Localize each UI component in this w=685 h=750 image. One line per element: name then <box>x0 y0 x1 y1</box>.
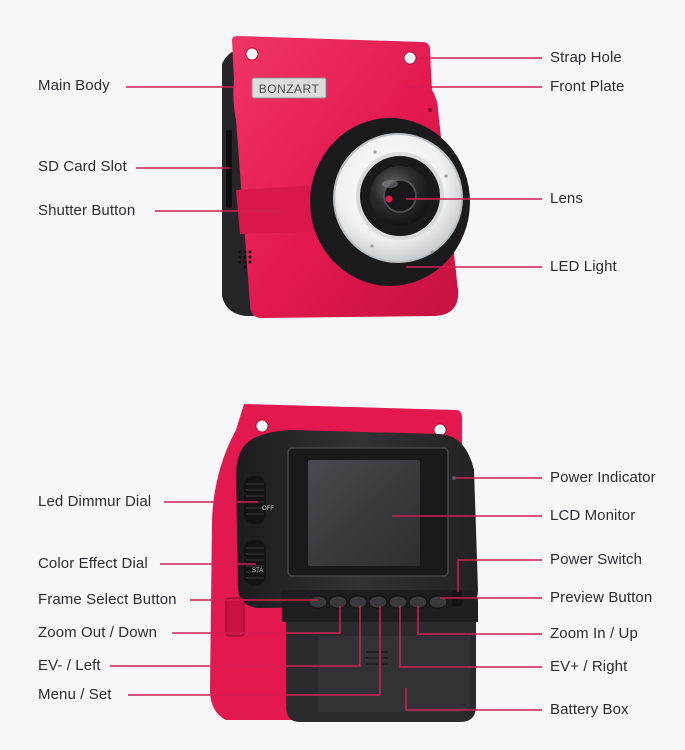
leader-zoom-out-down <box>172 606 341 634</box>
label-lens: Lens <box>550 190 583 207</box>
front-brand-plate <box>251 77 327 99</box>
label-front-plate: Front Plate <box>550 78 625 95</box>
leader-battery-box <box>405 688 542 711</box>
ev-minus-button <box>348 595 368 609</box>
label-preview-button: Preview Button <box>550 589 653 606</box>
preview-button <box>428 595 448 609</box>
label-color-effect-dial: Color Effect Dial <box>38 555 148 572</box>
back-camera: OFF STA <box>210 404 478 722</box>
leader-zoom-in-up <box>417 606 542 635</box>
label-sd-card-slot: SD Card Slot <box>38 158 127 175</box>
label-ev-plus-right: EV+ / Right <box>550 658 628 675</box>
front-shutter-button <box>236 186 318 234</box>
menu-set-button <box>368 595 388 609</box>
back-side-port <box>225 597 245 637</box>
front-sd-card-slot <box>226 130 232 208</box>
frame-select-button <box>308 595 328 609</box>
label-power-switch: Power Switch <box>550 551 643 568</box>
front-indicator-dot <box>428 108 432 112</box>
label-power-indicator: Power Indicator <box>550 469 656 486</box>
ev-plus-button <box>388 595 408 609</box>
leader-ev-plus-right <box>399 606 542 668</box>
label-zoom-in-up: Zoom In / Up <box>550 625 638 642</box>
front-lens-center-dot <box>385 195 393 203</box>
effect-sta-mark: STA <box>252 568 263 574</box>
label-main-body: Main Body <box>38 77 110 94</box>
label-menu-set: Menu / Set <box>38 686 112 703</box>
label-led-dimmer-dial: Led Dimmur Dial <box>38 493 152 510</box>
brand-logo-text: BONZART <box>259 82 320 96</box>
leader-power-switch <box>457 559 542 592</box>
label-zoom-out-down: Zoom Out / Down <box>38 624 158 641</box>
back-buttons <box>308 590 462 609</box>
label-strap-hole: Strap Hole <box>550 49 622 66</box>
zoom-out-button <box>328 595 348 609</box>
front-camera: BONZART <box>222 36 470 318</box>
label-frame-select-button: Frame Select Button <box>38 591 177 608</box>
front-strap-hole-right <box>403 51 417 65</box>
leader-ev-minus-left <box>110 606 361 667</box>
back-strap-hole-left <box>255 419 269 433</box>
label-shutter-button: Shutter Button <box>38 202 136 219</box>
leader-lines <box>110 57 542 711</box>
label-ev-minus-left: EV- / Left <box>38 657 101 674</box>
front-lens-inner <box>383 179 417 213</box>
led-dimmer-dial: OFF <box>244 476 274 524</box>
battery-cover <box>318 636 470 712</box>
label-led-light: LED Light <box>550 258 617 275</box>
leader-menu-set <box>128 606 381 696</box>
back-power-indicator-led <box>452 476 456 480</box>
color-effect-dial: STA <box>244 540 266 586</box>
back-lcd-screen <box>308 460 420 566</box>
label-battery-box: Battery Box <box>550 701 629 718</box>
front-strap-hole-left <box>245 47 259 61</box>
front-speaker-grille <box>238 250 252 269</box>
label-lcd-monitor: LCD Monitor <box>550 507 636 524</box>
battery-grip-lines <box>366 651 388 665</box>
front-lens-reflection <box>382 180 398 188</box>
dimmer-off-mark: OFF <box>262 506 274 512</box>
